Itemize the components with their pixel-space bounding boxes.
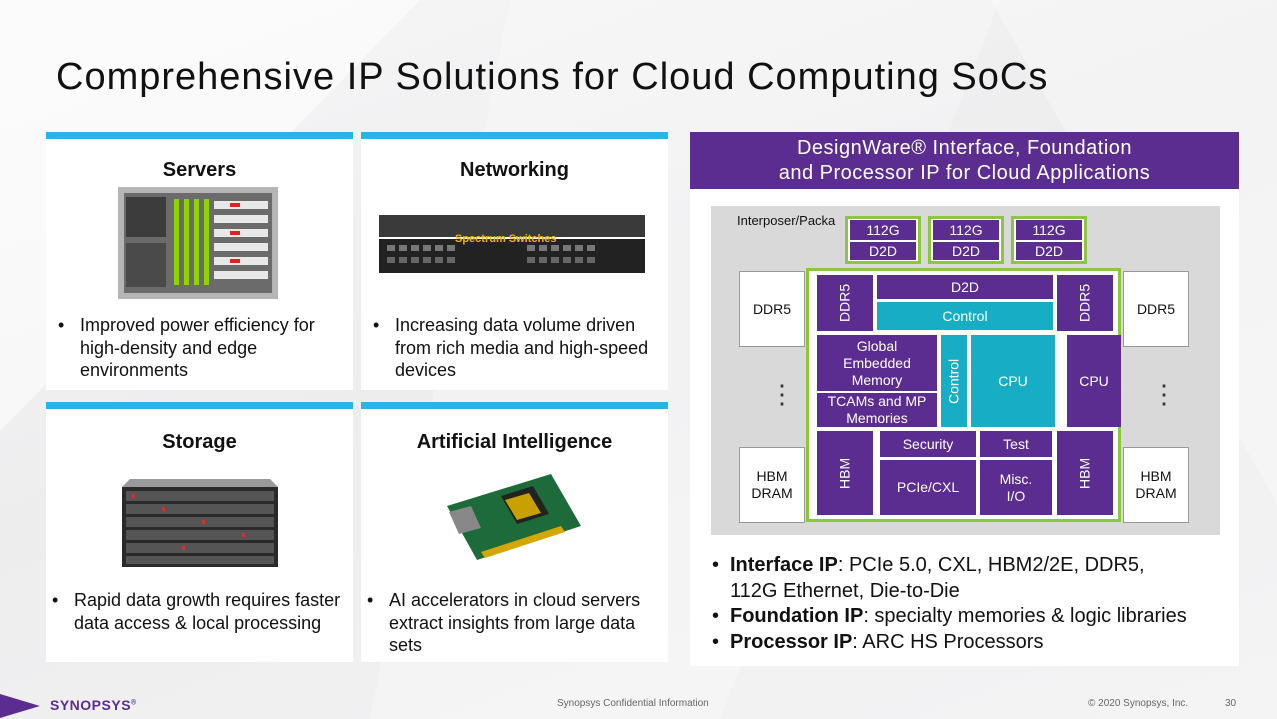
switch-label: Spectrum Switches [455, 233, 557, 245]
panel-header: DesignWare® Interface, Foundation and Pr… [690, 132, 1239, 189]
hbm-dram-left: HBM DRAM [739, 447, 805, 523]
eth-112g-2: 112G [933, 220, 999, 240]
hbm-phy-left: HBM [817, 431, 873, 515]
ddr5-phy-left: DDR5 [817, 275, 873, 331]
cpu-block-right: CPU [1067, 335, 1121, 427]
list-item: Interface IP: PCIe 5.0, CXL, HBM2/2E, DD… [712, 553, 1187, 604]
list-item: Foundation IP: specialty memories & logi… [712, 604, 1187, 630]
card-servers: Servers Improved power efficiency for hi… [46, 132, 353, 390]
storage-image [122, 469, 278, 569]
card-bullets: Increasing data volume driven from rich … [373, 314, 663, 382]
card-storage: Storage Rapid data growth requires faste… [46, 402, 353, 662]
eth-d2d-3: D2D [1016, 242, 1082, 260]
confidential-label: Synopsys Confidential Information [557, 698, 709, 709]
global-memory-block: Global Embedded Memory [817, 335, 937, 391]
list-item: AI accelerators in cloud servers extract… [367, 589, 665, 657]
card-bullets: AI accelerators in cloud servers extract… [367, 589, 665, 657]
ddr5-dram-right: DDR5 [1123, 271, 1189, 347]
hbm-phy-right: HBM [1057, 431, 1113, 515]
page-title: Comprehensive IP Solutions for Cloud Com… [56, 56, 1049, 98]
control-vertical-block: Control [941, 335, 967, 427]
card-networking: Networking Spectrum Switches Increasing … [361, 132, 668, 390]
card-title: Networking [460, 159, 569, 181]
dots-left: ⋮ [769, 378, 795, 409]
card-bullets: Improved power efficiency for high-densi… [58, 314, 348, 382]
switch-image: Spectrum Switches [377, 209, 649, 279]
synopsys-logo: SYNOPSYS® [50, 697, 137, 713]
server-image [118, 187, 278, 299]
eth-d2d-1: D2D [850, 242, 916, 260]
list-item: Processor IP: ARC HS Processors [712, 630, 1187, 656]
d2d-block: D2D [877, 275, 1053, 299]
pcie-cxl-block: PCIe/CXL [880, 460, 976, 515]
eth-d2d-2: D2D [933, 242, 999, 260]
interposer-label: Interposer/Packa [737, 213, 836, 228]
page-number: 30 [1225, 698, 1237, 709]
card-title: Artificial Intelligence [416, 431, 613, 453]
card-bullets: Rapid data growth requires faster data a… [52, 589, 350, 634]
list-item: Increasing data volume driven from rich … [373, 314, 663, 382]
misc-io-block: Misc. I/O [980, 460, 1052, 515]
ai-card-image [441, 466, 587, 572]
ddr5-dram-left: DDR5 [739, 271, 805, 347]
control-block: Control [877, 302, 1053, 330]
cpu-block: CPU [971, 335, 1055, 427]
ddr5-phy-right: DDR5 [1057, 275, 1113, 331]
hbm-dram-right: HBM DRAM [1123, 447, 1189, 523]
tcam-block: TCAMs and MP Memories [817, 393, 937, 427]
security-block: Security [880, 431, 976, 457]
test-block: Test [980, 431, 1052, 457]
copyright-label: © 2020 Synopsys, Inc. [1088, 698, 1189, 709]
card-ai: Artificial Intelligence AI accelerators … [361, 402, 668, 662]
dots-right: ⋮ [1151, 378, 1177, 409]
card-title: Servers [162, 159, 237, 181]
eth-112g-3: 112G [1016, 220, 1082, 240]
logo-triangle [0, 694, 40, 718]
list-item: Rapid data growth requires faster data a… [52, 589, 350, 634]
list-item: Improved power efficiency for high-densi… [58, 314, 348, 382]
card-title: Storage [162, 431, 237, 453]
ip-bullets: Interface IP: PCIe 5.0, CXL, HBM2/2E, DD… [712, 553, 1187, 655]
eth-112g-1: 112G [850, 220, 916, 240]
